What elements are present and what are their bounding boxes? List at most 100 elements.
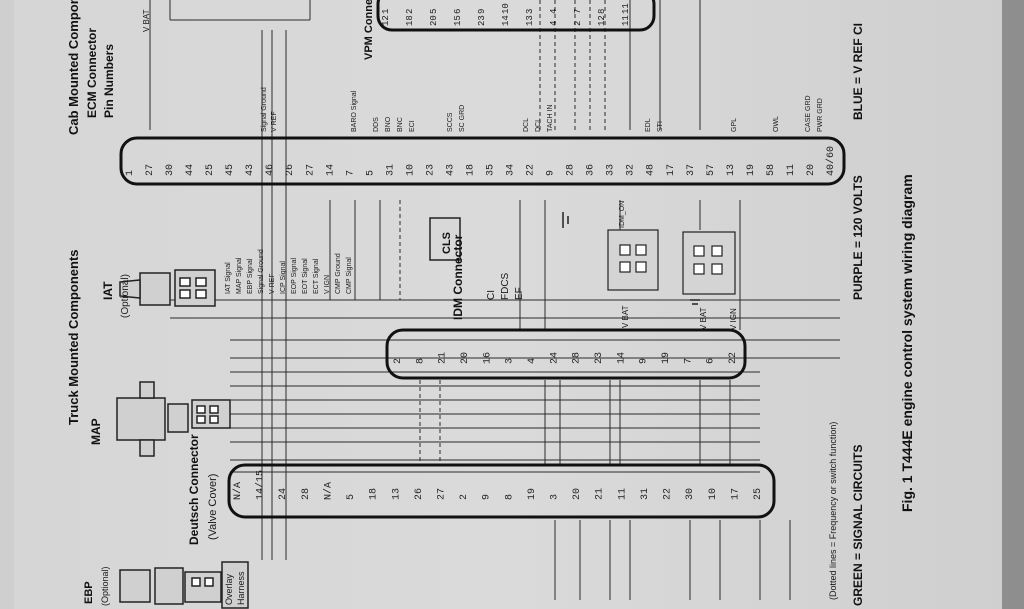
deutsch-pin-number: N/A [322,482,334,500]
deutsch-pin-number: 3 [550,494,561,500]
idm-label-ef: EF [514,287,525,300]
ecm-pin-number: 22 [526,164,537,176]
vpm-pin-number: 20 [429,15,439,26]
ecm-pin-number: 25 [205,164,216,176]
deutsch-pin-number: 9 [482,494,493,500]
ecm-pin-number: 43 [245,164,256,176]
deutsch-pin-number: 25 [753,488,764,500]
vpm-pin-number: 1 [381,9,391,14]
heading-truck-components: Truck Mounted Components [66,250,81,426]
idm-pin-number: 19 [661,352,672,364]
signal-label: CMP Ground [335,253,342,294]
relay-label-v-bat-b: V BAT [699,307,708,330]
cab-label: TACH IN [547,105,554,132]
idm-pin-number: 16 [482,352,493,364]
cab-label: STI [657,121,664,132]
ecm-pin-number: 11 [786,164,797,176]
vpm-pin-number: 9 [477,9,487,14]
label-map: MAP [89,418,103,445]
ground-symbols [562,212,700,305]
cab-label: EDL [645,118,652,132]
deutsch-pin-number: 31 [640,488,651,500]
deutsch-pin-number: 20 [572,488,583,500]
deutsch-pin-number: 21 [595,488,606,500]
vpm-pin-number: 13 [525,15,535,26]
ecm-pin-number: 5 [365,170,376,176]
idm-pin-number: 14 [616,352,627,364]
label-ebp: EBP [83,581,95,604]
legend-purple: PURPLE = 120 VOLTS [851,175,865,300]
vpm-connector-box [376,0,656,32]
vpm-pin-number: 4 [549,21,559,26]
vpm-pin-number: 11 [621,15,631,26]
ecm-pin-number: 33 [606,164,617,176]
idm-pin-number: 2 [393,358,404,364]
heading-cab-components: Cab Mounted Components [66,0,81,135]
idm-connector-box [385,328,747,380]
cab-label: BARO Signal [351,90,358,132]
vpm-pin-number: 6 [453,9,463,14]
ecm-pin-number: 40/60 [825,146,837,176]
deutsch-pin-number: 27 [436,488,447,500]
cab-label: BNO [385,116,392,132]
deutsch-pin-number: N/A [232,482,244,500]
ecm-pin-number: 37 [686,164,697,176]
ecm-pin-number: 18 [465,164,476,176]
label-cls: CLS [441,232,453,254]
vpm-pin-number: 7 [573,9,583,14]
legend-green: GREEN = SIGNAL CIRCUITS [851,445,865,606]
label-v-bat-top: V BAT [142,9,151,32]
heading-pin-numbers: Pin Numbers [102,44,116,118]
signal-label: V IGN [324,275,331,294]
vpm-pin-number: 8 [597,9,607,14]
ecm-connector-box [119,136,846,186]
deutsch-pin-number: 19 [527,488,538,500]
vpm-pin-number: 5 [429,9,439,14]
ecm-pin-number: 26 [285,164,296,176]
ecm-pin-number: 1 [125,170,136,176]
dashed-wires [399,0,606,465]
vpm-pin-number: 12 [381,15,391,26]
label-harness: Harness [236,571,246,605]
ecm-pin-number: 9 [546,170,557,176]
vpm-pin-number: 14 [501,15,511,26]
heading-idm-connector: IDM Connector [451,234,465,320]
ecm-pin-number: 7 [345,170,356,176]
label-iat-optional: (Optional) [120,274,131,318]
idm-pin-number: 8 [415,358,426,364]
cab-label: SCCS [447,112,454,132]
cab-label: ECI [409,120,416,132]
idm-label-ci: CI [486,290,497,300]
deutsch-pin-number: 28 [301,488,312,500]
deutsch-pin-number: 8 [504,494,515,500]
idm-pin-number: 20 [460,352,471,364]
vpm-pin-number: 11 [621,3,631,14]
heading-ecm-connector: ECM Connector [85,28,99,118]
cab-label: DDS [373,117,380,132]
ebp-sensor-symbol [119,561,249,609]
cab-label: V REF [271,111,278,132]
ecm-pin-number: 30 [165,164,176,176]
idm-pin-number: 4 [527,358,538,364]
idm-pin-number: 28 [572,352,583,364]
ecm-pin-number: 43 [445,164,456,176]
ecm-pin-number: 20 [806,164,817,176]
relay-symbols [607,229,736,295]
diagram-labels: Truck Mounted Components Cab Mounted Comp… [66,0,915,606]
idm-pin-number: 9 [639,358,650,364]
heading-valve-cover: (Valve Cover) [207,474,219,540]
idm-pin-number: 6 [706,358,717,364]
deutsch-pin-number: 18 [369,488,380,500]
ecm-pin-number: 23 [425,164,436,176]
vpm-pin-number: 2 [573,21,583,26]
cab-label: GPL [731,118,738,132]
cab-label: BNC [397,117,404,132]
idm-label-fdcs: FDCS [500,272,511,300]
cls-symbol [429,217,461,261]
ecm-pin-number: 45 [225,164,236,176]
idm-pin-number: 7 [683,358,694,364]
iat-sensor-symbol [119,269,216,307]
ecm-pin-number: 28 [566,164,577,176]
idm-pin-number: 3 [505,358,516,364]
